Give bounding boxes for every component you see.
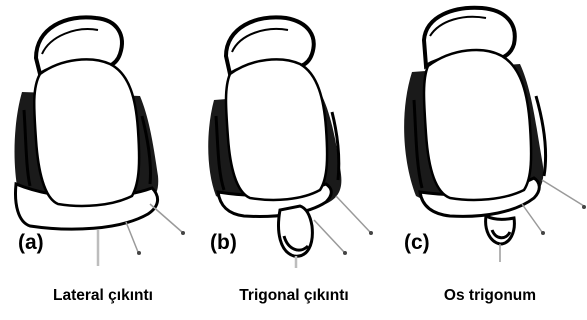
talus-os-trigonum-illustration <box>392 0 587 268</box>
talus-body <box>424 50 531 200</box>
panel-a: (a) <box>0 0 196 268</box>
panel-c: (c) <box>392 0 587 268</box>
pointer-dot <box>137 251 141 255</box>
pointer-dot <box>343 251 347 255</box>
talus-body <box>226 59 327 200</box>
panel-letter: (a) <box>18 232 44 253</box>
panel-b: (b) <box>196 0 392 268</box>
panel-letter: (c) <box>404 232 430 253</box>
pointer-line <box>522 204 542 232</box>
caption-os-trigonum: Os trigonum <box>405 288 575 304</box>
pointer-line <box>336 196 370 232</box>
pointer-dot <box>369 231 373 235</box>
talus-lateral-process-illustration <box>0 0 196 268</box>
talus-trigonal-process-illustration <box>196 0 392 268</box>
pointer-line <box>150 204 182 232</box>
pointer-dot <box>582 205 586 209</box>
panel-letter: (b) <box>210 232 237 253</box>
pointer-line <box>126 222 138 252</box>
talus-body <box>34 59 139 206</box>
pointer-line <box>314 220 344 252</box>
os-trigonum-shape <box>486 216 515 244</box>
pointer-line <box>542 180 584 206</box>
caption-lateral-process: Lateral çıkıntı <box>18 288 188 304</box>
pointer-dot <box>181 231 185 235</box>
pointer-dot <box>541 231 545 235</box>
caption-trigonal-process: Trigonal çıkıntı <box>204 288 384 304</box>
